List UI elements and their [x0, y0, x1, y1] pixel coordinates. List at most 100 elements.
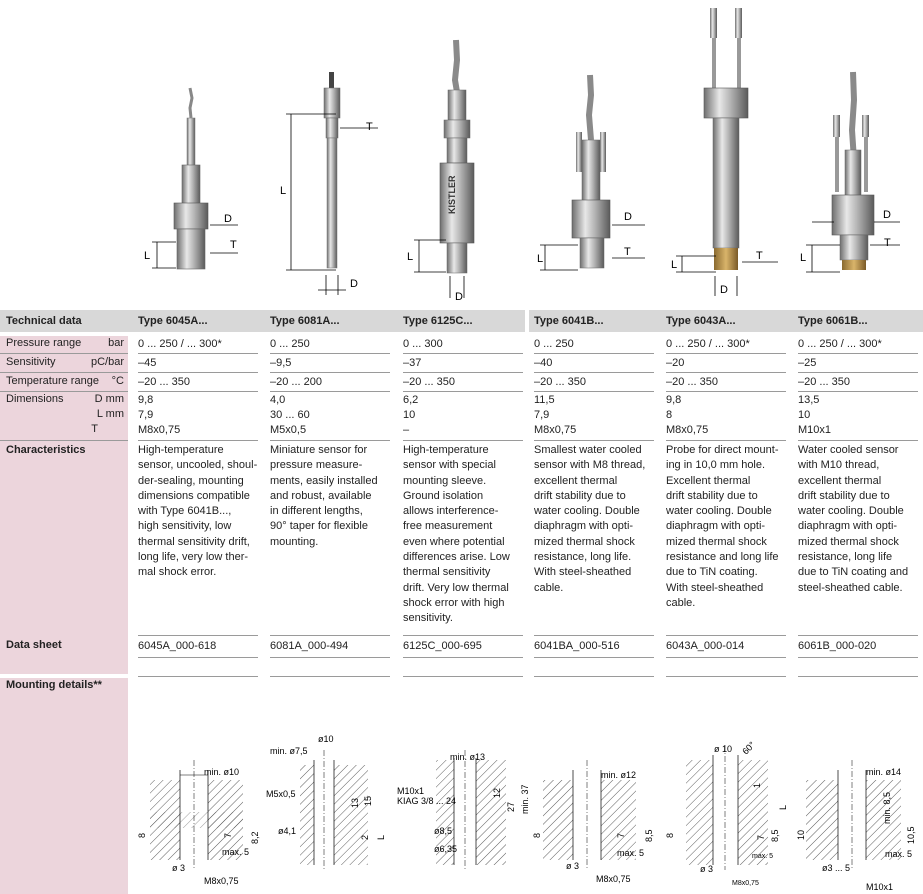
- mount-label: M8x0,75: [596, 874, 631, 884]
- cell-sensitivity: –40: [534, 357, 553, 369]
- mount-label: 10: [796, 830, 806, 840]
- mounting-drawing-6045: min. ø10 8 7 8,2 max. 5 ø 3 M8x0,75: [137, 760, 260, 886]
- row-separator: [270, 657, 390, 658]
- mount-label: max. 5: [617, 848, 644, 858]
- cell-dimension-t: M8x0,75: [666, 424, 709, 436]
- mount-label: min. ø12: [601, 770, 636, 780]
- row-separator: [403, 635, 523, 636]
- mount-label: 60°: [740, 739, 757, 756]
- cell-temperature: –20 ... 350: [138, 376, 190, 388]
- mount-label: 15: [363, 796, 373, 806]
- type-6043-header: Type 6043A...: [666, 315, 736, 327]
- cell-datasheet: 6125C_000-695: [403, 640, 482, 652]
- row-label-datasheet: Data sheet: [6, 639, 62, 651]
- row-unit: pC/bar: [90, 356, 124, 368]
- photo-label-t: T: [230, 239, 237, 251]
- row-separator: [798, 676, 918, 677]
- type-6045-header: Type 6045A...: [138, 315, 208, 327]
- mount-label: ø 10: [714, 744, 732, 754]
- row-unit: bar: [108, 337, 124, 349]
- type-6041-header: Type 6041B...: [534, 315, 604, 327]
- row-separator: [534, 635, 654, 636]
- mount-label: min. ø7,5: [270, 746, 308, 756]
- cell-dimension-l: 10: [798, 409, 811, 421]
- mount-label: 8: [532, 833, 542, 838]
- cell-datasheet: 6043A_000-014: [666, 640, 745, 652]
- row-separator: [666, 657, 786, 658]
- cell-pressure: 0 ... 250: [534, 338, 574, 350]
- row-separator: [666, 635, 786, 636]
- photo-label-t: T: [624, 246, 631, 258]
- mount-label: 10,5: [906, 826, 916, 844]
- cell-datasheet: 6081A_000-494: [270, 640, 349, 652]
- cell-sensitivity: –45: [138, 357, 157, 369]
- row-label-text: Pressure range: [6, 337, 82, 349]
- row-separator: [138, 635, 258, 636]
- row-unit: T: [91, 423, 98, 435]
- cell-characteristics: Smallest water cooled sensor with M8 thr…: [534, 444, 646, 594]
- row-separator: [138, 353, 258, 354]
- row-label-characteristics: Characteristics: [6, 444, 86, 456]
- mount-label: ø8,5: [434, 826, 452, 836]
- mount-label: L: [376, 835, 386, 840]
- mount-label: ø6,35: [434, 844, 457, 854]
- cell-temperature: –20 ... 200: [270, 376, 322, 388]
- sensor-photos: D T L T L D KISTLER L D: [144, 8, 900, 303]
- row-separator: [798, 657, 918, 658]
- mounting-drawings: min. ø10 8 7 8,2 max. 5 ø 3 M8x0,75 ø10 …: [137, 734, 916, 892]
- row-separator: [534, 372, 654, 373]
- mount-label: ø10: [318, 734, 334, 744]
- row-label-dimensions: Dimensions D mm L mm T: [0, 393, 128, 439]
- row-separator: [0, 372, 128, 373]
- row-separator: [403, 391, 523, 392]
- mount-label: 2: [360, 835, 370, 840]
- row-separator: [138, 372, 258, 373]
- row-separator: [138, 657, 258, 658]
- cell-datasheet: 6045A_000-618: [138, 640, 217, 652]
- table-header-bar-left: [0, 310, 525, 332]
- sensor-photo-6081: [286, 72, 378, 295]
- mount-label: M5x0,5: [266, 789, 296, 799]
- cell-dimension-t: M10x1: [798, 424, 832, 436]
- cell-dimension-t: M5x0,5: [270, 424, 307, 436]
- cell-sensitivity: –9,5: [270, 357, 292, 369]
- row-separator: [270, 353, 390, 354]
- row-separator: [403, 372, 523, 373]
- mount-label: max. 5: [752, 853, 773, 860]
- photo-label-t: T: [366, 121, 373, 133]
- mount-label: L: [778, 805, 788, 810]
- mount-label: 8,5: [644, 829, 654, 842]
- mount-label: 7: [616, 833, 626, 838]
- mount-label: min. ø14: [866, 767, 901, 777]
- cell-characteristics: High-temperature sensor with special mou…: [403, 444, 510, 625]
- row-separator: [270, 372, 390, 373]
- row-separator: [666, 440, 786, 441]
- photo-label-t: T: [884, 237, 891, 249]
- label-column-bg-top: [0, 336, 128, 674]
- sensor-photo-6041: [540, 74, 645, 271]
- row-label-text: Dimensions: [6, 393, 64, 405]
- cell-dimension-d: 9,8: [138, 394, 154, 406]
- cell-pressure: 0 ... 250: [270, 338, 310, 350]
- cell-dimension-l: 10: [403, 409, 416, 421]
- mount-label: ø4,1: [278, 826, 296, 836]
- row-separator: [534, 657, 654, 658]
- row-separator: [798, 353, 918, 354]
- mount-label: 12: [492, 788, 502, 798]
- row-separator: [270, 635, 390, 636]
- type-6081-header: Type 6081A...: [270, 315, 340, 327]
- mount-label: 7: [223, 833, 233, 838]
- row-separator: [666, 391, 786, 392]
- row-separator: [0, 391, 128, 392]
- cell-dimension-l: 7,9: [138, 409, 154, 421]
- mount-label: min. 8,5: [882, 792, 892, 824]
- mounting-drawing-6061: min. ø14 min. 8,5 10 10,5 max. 5 ø3 ... …: [796, 760, 916, 892]
- mount-label: max. 5: [885, 849, 912, 859]
- row-separator: [798, 440, 918, 441]
- photo-label-d: D: [350, 278, 358, 290]
- photo-label-l: L: [671, 259, 677, 271]
- row-separator: [798, 635, 918, 636]
- row-separator: [403, 676, 523, 677]
- mount-label: 8: [137, 833, 147, 838]
- photo-label-t: T: [756, 250, 763, 262]
